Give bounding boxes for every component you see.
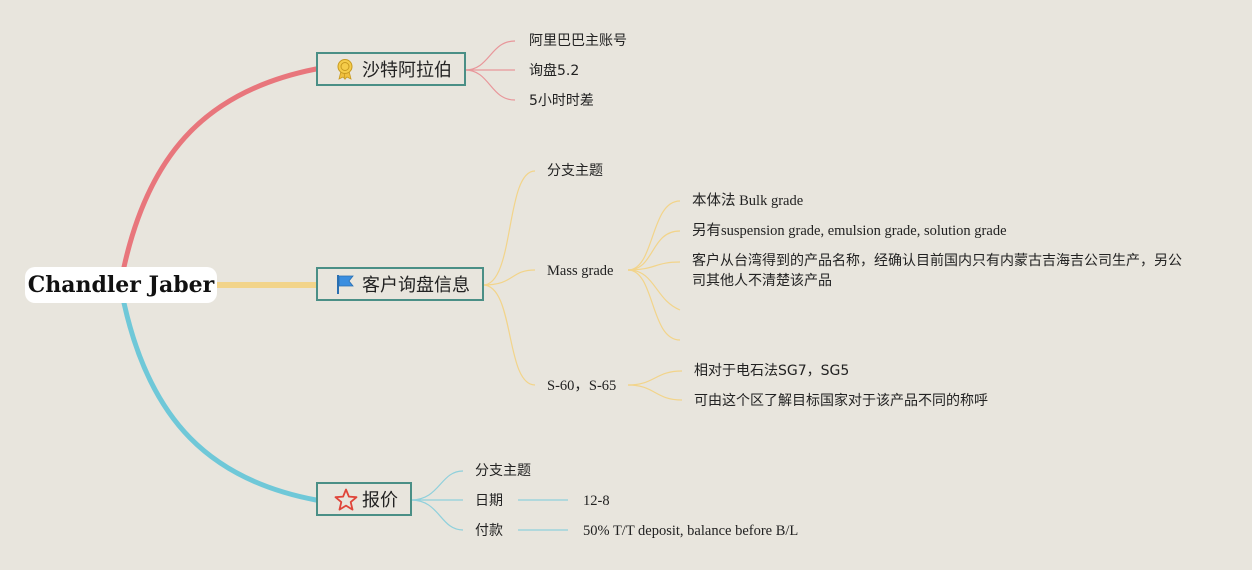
- branch-label: 报价: [362, 490, 398, 511]
- topic-date[interactable]: 日期: [475, 493, 503, 509]
- topic-other-grades[interactable]: 另有suspension grade, emulsion grade, solu…: [692, 223, 1007, 239]
- topic-s60-s65[interactable]: S-60，S-65: [547, 378, 617, 394]
- branch-saudi-arabia[interactable]: 沙特阿拉伯: [316, 52, 466, 86]
- root-topic[interactable]: Chandler Jaber: [25, 267, 217, 303]
- topic-date-value[interactable]: 12-8: [583, 493, 610, 509]
- topic-subtopic[interactable]: 分支主题: [547, 163, 603, 179]
- branch-quotation[interactable]: 报价: [316, 482, 412, 516]
- branch-customer-inquiry[interactable]: 客户询盘信息: [316, 267, 484, 301]
- topic-alibaba-account[interactable]: 阿里巴巴主账号: [529, 33, 627, 49]
- topic-bulk-grade[interactable]: 本体法 Bulk grade: [692, 193, 804, 209]
- topic-taiwan-product-note[interactable]: 客户从台湾得到的产品名称，经确认目前国内只有内蒙古吉海吉公司生产，另公司其他人不…: [692, 253, 1182, 289]
- topic-mass-grade[interactable]: Mass grade: [547, 263, 614, 279]
- topic-naming-note[interactable]: 可由这个区了解目标国家对于该产品不同的称呼: [694, 393, 988, 409]
- topic-payment-value[interactable]: 50% T/T deposit, balance before B/L: [583, 523, 799, 539]
- topic-payment[interactable]: 付款: [475, 523, 503, 539]
- root-label: Chandler Jaber: [27, 272, 215, 298]
- branch-label: 沙特阿拉伯: [362, 60, 452, 81]
- award-ribbon-icon: [334, 58, 356, 80]
- red-star-icon: [334, 488, 358, 511]
- topic-subtopic[interactable]: 分支主题: [475, 463, 531, 479]
- branch-label: 客户询盘信息: [362, 275, 470, 296]
- blue-flag-icon: [334, 273, 356, 295]
- topic-inquiry-date[interactable]: 询盘5.2: [529, 63, 580, 79]
- topic-time-difference[interactable]: 5小时时差: [529, 93, 594, 109]
- topic-calcium-carbide-note[interactable]: 相对于电石法SG7，SG5: [694, 363, 850, 379]
